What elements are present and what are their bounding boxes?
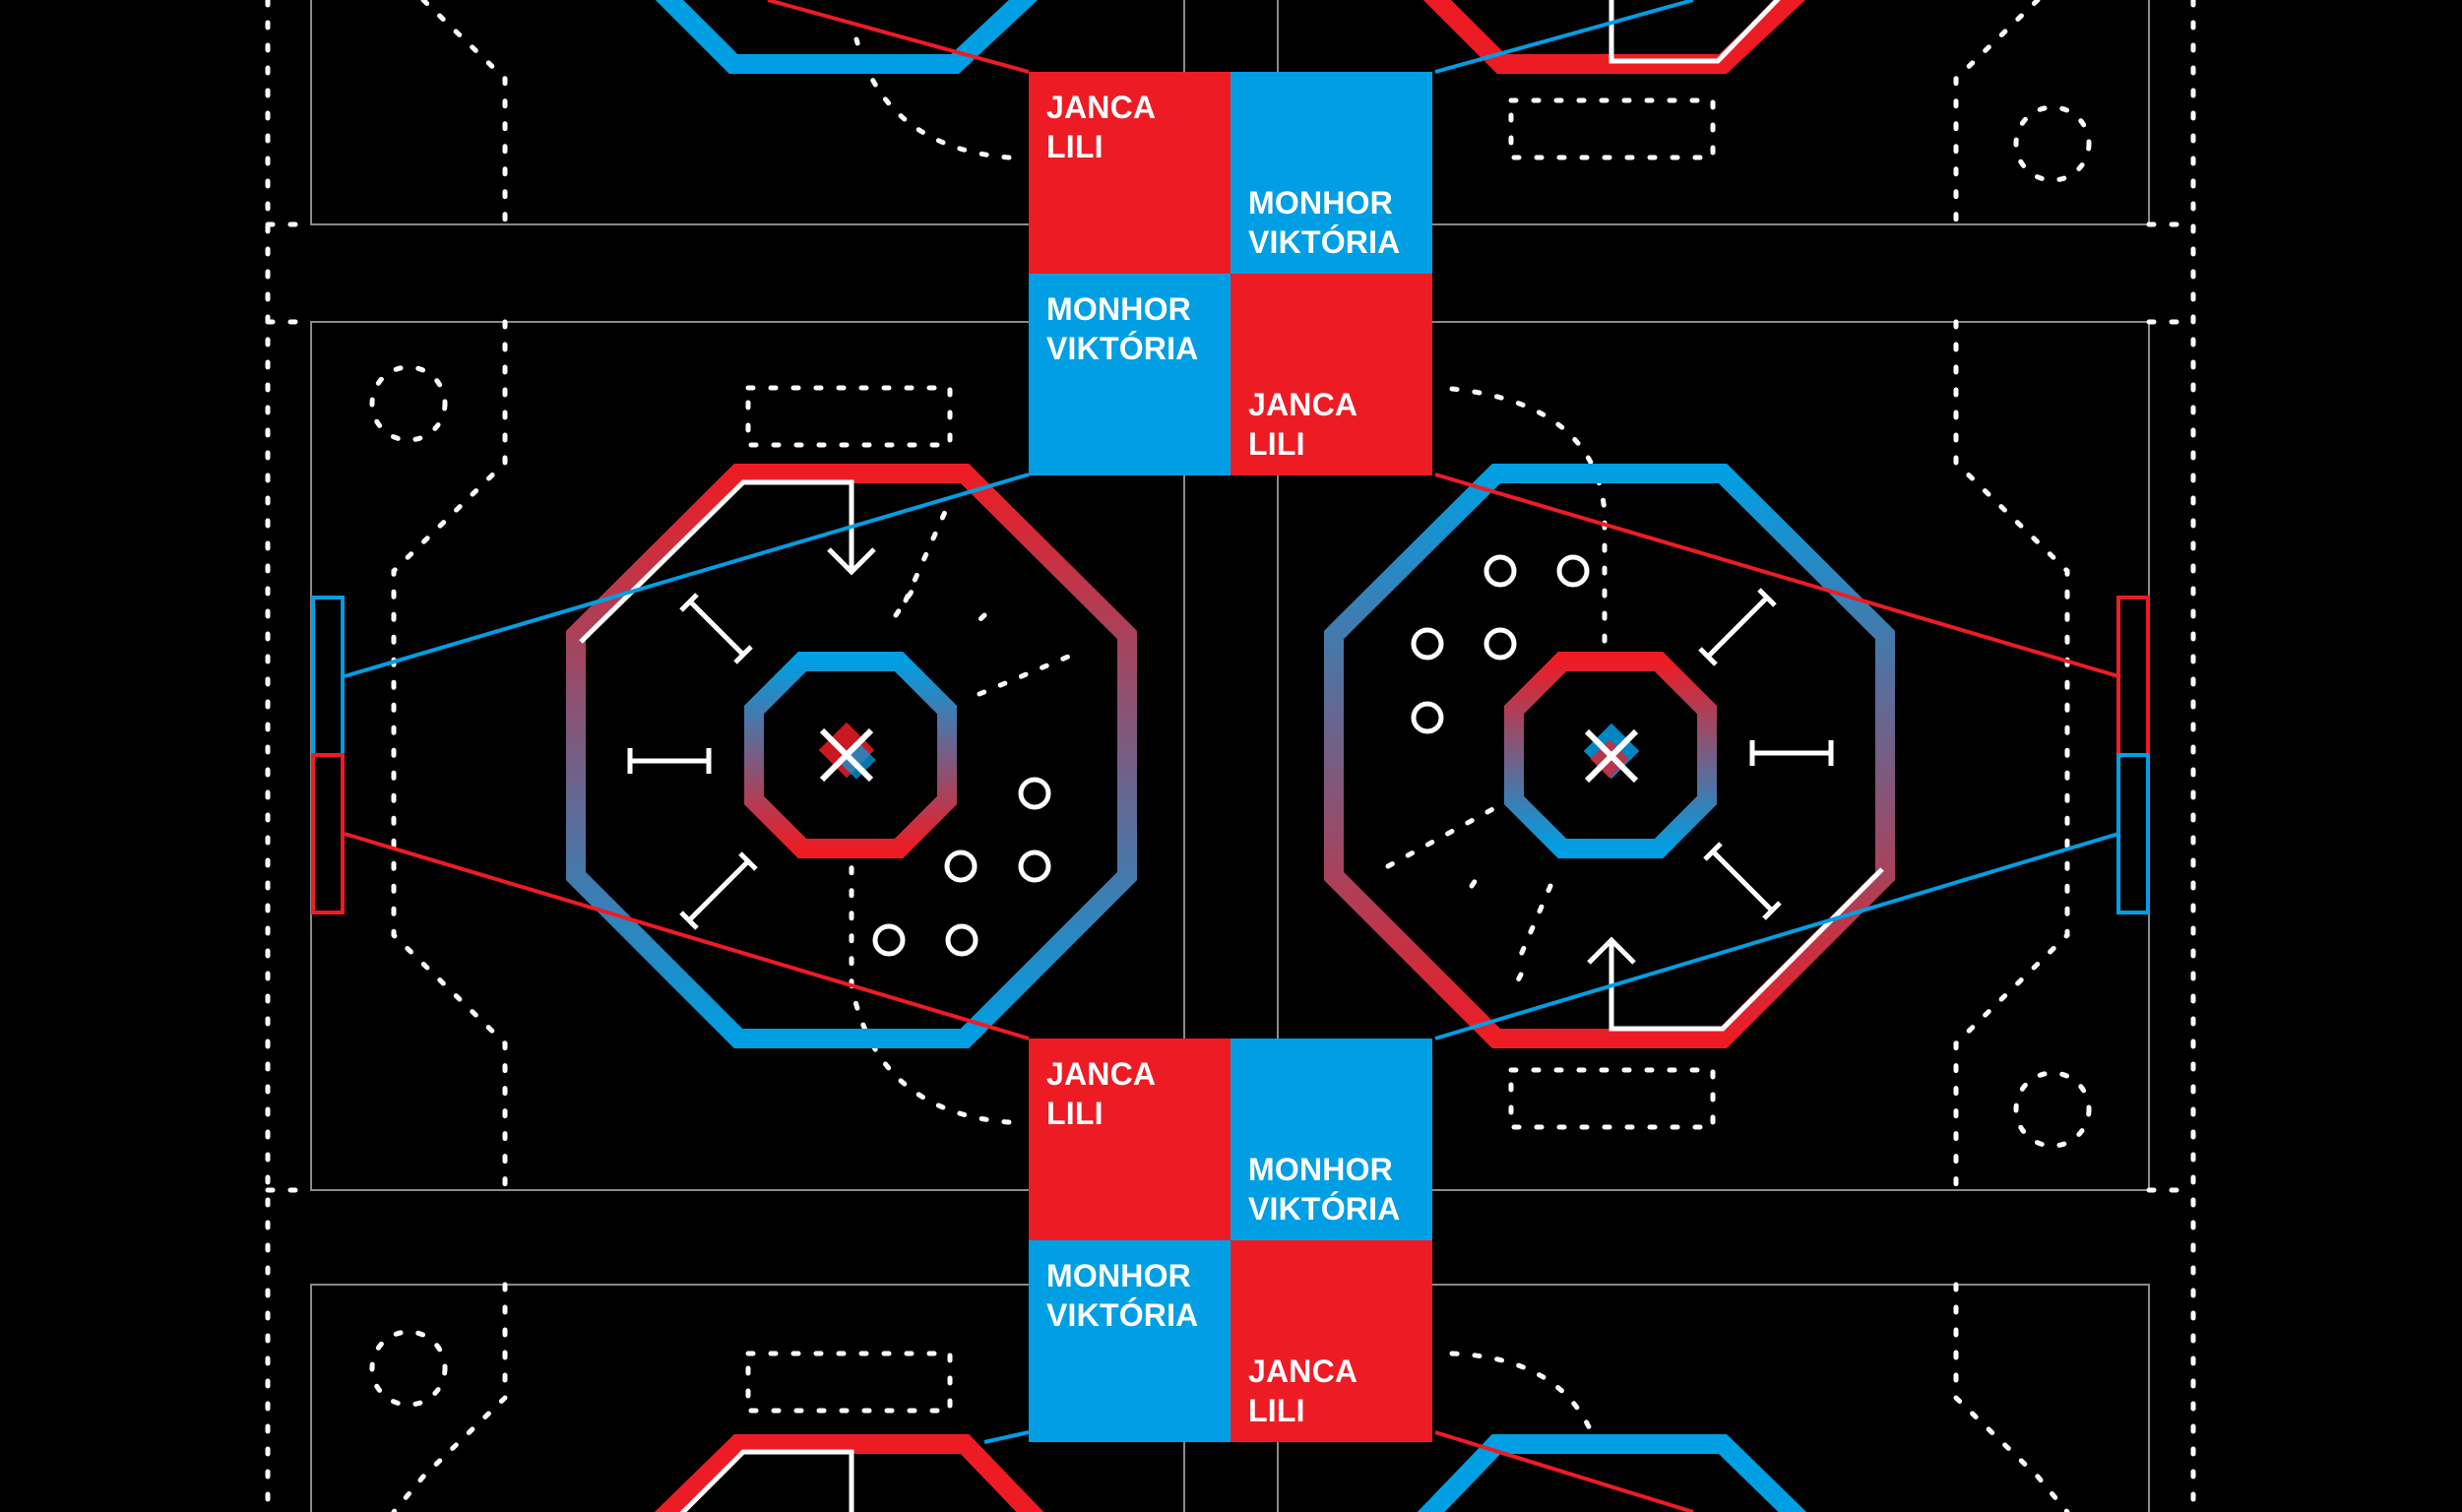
- player-last-name: VIKTÓRIA: [1248, 1191, 1401, 1227]
- player-first-name: JANCA: [1248, 387, 1358, 422]
- player-name-red: JANCA LILI: [1248, 1352, 1357, 1430]
- left-arena: [566, 464, 1137, 1048]
- player-last-name: VIKTÓRIA: [1046, 1297, 1199, 1333]
- player-first-name: JANCA: [1248, 1354, 1358, 1389]
- player-name-red: JANCA LILI: [1046, 88, 1156, 166]
- player-first-name: MONHOR: [1248, 185, 1393, 220]
- player-last-name: VIKTÓRIA: [1248, 224, 1401, 260]
- scoreboard-tile-red: JANCA LILI: [1231, 274, 1432, 475]
- scoreboard-tile-red: JANCA LILI: [1029, 72, 1231, 274]
- player-name-blue: MONHOR VIKTÓRIA: [1046, 289, 1199, 368]
- left-goal: [311, 596, 345, 914]
- player-name-blue: MONHOR VIKTÓRIA: [1046, 1256, 1199, 1335]
- scoreboard-tile-blue: MONHOR VIKTÓRIA: [1231, 1039, 1432, 1240]
- player-first-name: JANCA: [1046, 1056, 1157, 1092]
- player-name-red: JANCA LILI: [1248, 385, 1357, 464]
- player-last-name: VIKTÓRIA: [1046, 331, 1199, 366]
- right-arena: [1324, 464, 1895, 1048]
- top-partial-arenas: [655, 0, 1805, 74]
- connector-lines: [344, 0, 2119, 1512]
- player-first-name: MONHOR: [1046, 1258, 1191, 1293]
- player-last-name: LILI: [1046, 129, 1104, 164]
- player-last-name: LILI: [1248, 426, 1305, 462]
- player-first-name: MONHOR: [1046, 291, 1191, 327]
- player-last-name: LILI: [1248, 1393, 1305, 1428]
- right-goal: [2116, 596, 2150, 914]
- player-first-name: MONHOR: [1248, 1152, 1393, 1187]
- player-name-red: JANCA LILI: [1046, 1054, 1156, 1133]
- dotted-rails: [265, 0, 2196, 1512]
- bottom-partial-arenas: [654, 1434, 1807, 1512]
- scoreboard-tile-red: JANCA LILI: [1231, 1240, 1432, 1442]
- player-name-blue: MONHOR VIKTÓRIA: [1248, 183, 1401, 262]
- center-mark-left: [818, 722, 876, 783]
- player-first-name: JANCA: [1046, 90, 1157, 125]
- scoreboard-tile-red: JANCA LILI: [1029, 1039, 1231, 1240]
- center-mark-right: [1583, 723, 1640, 784]
- scoreboard-tile-blue: MONHOR VIKTÓRIA: [1231, 72, 1432, 274]
- scoreboard-tile-blue: MONHOR VIKTÓRIA: [1029, 1240, 1231, 1442]
- scoreboard-tile-blue: MONHOR VIKTÓRIA: [1029, 274, 1231, 475]
- player-last-name: LILI: [1046, 1096, 1104, 1131]
- player-name-blue: MONHOR VIKTÓRIA: [1248, 1150, 1401, 1228]
